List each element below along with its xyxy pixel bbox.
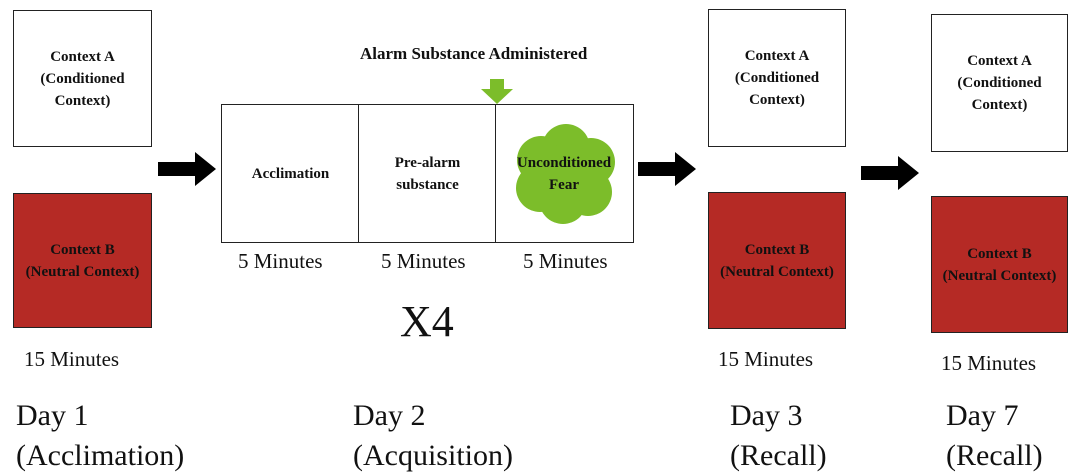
day7-day-label: Day 7 xyxy=(946,399,1019,432)
flow-arrow-icon xyxy=(158,152,216,186)
day3-context-a-box: Context A (Conditioned Context) xyxy=(708,9,846,147)
context-b-title: Context B xyxy=(50,241,115,258)
phase-label: substance xyxy=(396,176,459,193)
day3-day-label: Day 3 xyxy=(730,399,803,432)
repeat-count: X4 xyxy=(400,297,454,346)
context-b-subtitle: (Neutral Context) xyxy=(942,267,1057,284)
day3-duration: 15 Minutes xyxy=(718,347,814,371)
context-a-title: Context A xyxy=(967,53,1032,69)
day1-context-b-box: Context B (Neutral Context) xyxy=(13,193,152,328)
phase-pre-alarm: Pre-alarm substance xyxy=(358,105,496,242)
fear-cloud-icon xyxy=(516,124,615,224)
day7-context-b-box: Context B (Neutral Context) xyxy=(931,196,1068,333)
day7-duration: 15 Minutes xyxy=(941,351,1037,375)
context-a-title: Context A xyxy=(744,48,810,64)
day7-context-a-box: Context A (Conditioned Context) xyxy=(931,14,1068,152)
context-a-subtitle: Context) xyxy=(54,92,111,109)
day7-phase-label: (Recall) xyxy=(946,439,1043,472)
context-b-title: Context B xyxy=(967,245,1032,262)
phase-label: Pre-alarm xyxy=(394,154,461,171)
alarm-substance-label: Alarm Substance Administered xyxy=(360,44,588,63)
context-a-subtitle: (Conditioned xyxy=(734,70,820,86)
day3-context-b-box: Context B (Neutral Context) xyxy=(708,192,846,329)
day1-phase-label: (Acclimation) xyxy=(16,439,185,472)
day2-day-label: Day 2 xyxy=(353,399,426,432)
phase-duration: 5 Minutes xyxy=(381,249,466,273)
context-b-subtitle: (Neutral Context) xyxy=(25,263,140,280)
day3-phase-label: (Recall) xyxy=(730,439,827,472)
context-a-subtitle: (Conditioned xyxy=(40,70,125,87)
day1-context-a-box: Context A (Conditioned Context) xyxy=(13,10,152,147)
flow-arrow-icon xyxy=(638,152,696,186)
context-a-title: Context A xyxy=(50,48,115,65)
phase-acclimation: Acclimation xyxy=(222,105,359,242)
flow-arrow-icon xyxy=(861,156,919,190)
phase-duration: 5 Minutes xyxy=(523,249,608,273)
day1-duration: 15 Minutes xyxy=(24,347,120,371)
alarm-down-arrow-icon xyxy=(481,79,513,104)
phase-label: Fear xyxy=(549,176,579,193)
context-b-title: Context B xyxy=(744,241,810,258)
context-a-subtitle: (Conditioned xyxy=(957,75,1042,91)
context-b-subtitle: (Neutral Context) xyxy=(720,263,834,280)
day2-phase-label: (Acquisition) xyxy=(353,439,513,472)
context-a-subtitle: Context) xyxy=(971,97,1028,113)
context-a-subtitle: Context) xyxy=(749,92,805,108)
day1-day-label: Day 1 xyxy=(16,399,89,432)
acquisition-timeline: Acclimation Pre-alarm substance Uncondit… xyxy=(221,104,634,243)
phase-label: Unconditioned xyxy=(516,154,612,171)
phase-label: Acclimation xyxy=(251,165,330,182)
phase-duration: 5 Minutes xyxy=(238,249,323,273)
phase-unconditioned-fear: Unconditioned Fear xyxy=(495,105,632,242)
